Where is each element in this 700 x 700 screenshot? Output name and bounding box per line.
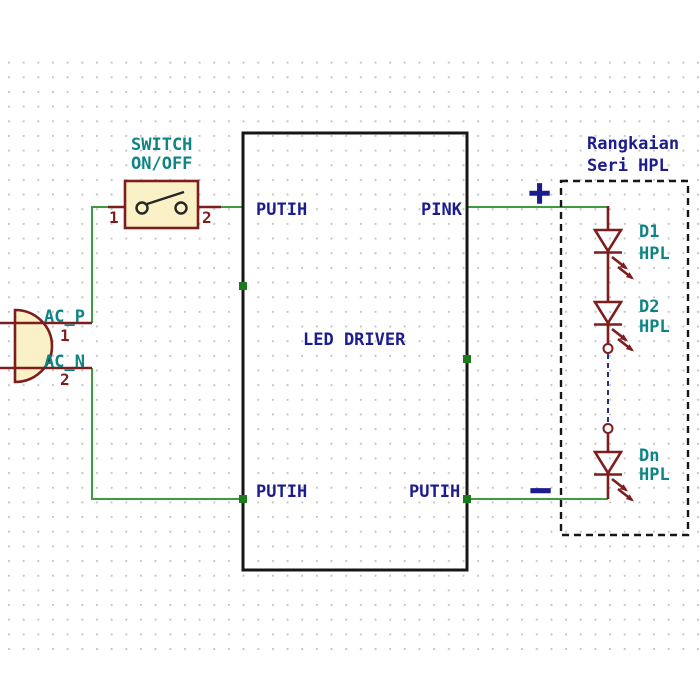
- switch-pin2-number: 2: [202, 208, 212, 227]
- driver-pin-bottom-left: PUTIH: [256, 482, 307, 502]
- driver-bottom-left-pin-square: [239, 495, 247, 503]
- switch-label-line1: SWITCH: [131, 135, 192, 155]
- switch-label-line2: ON/OFF: [131, 154, 192, 174]
- driver-name: LED DRIVER: [303, 330, 406, 350]
- grid-dots: [0, 58, 700, 650]
- polarity-plus: +: [527, 176, 552, 211]
- led-dn-light-arrow-1: [611, 477, 628, 492]
- switch-body: [123, 179, 200, 230]
- driver-bottom-right-pin-square: [463, 495, 471, 503]
- led-d1-designator: D1: [639, 222, 659, 242]
- led-d1-triangle: [592, 228, 624, 254]
- switch-pin1-number: 1: [109, 208, 119, 227]
- driver-right-edge-pin-square: [463, 355, 471, 363]
- led-d2: [592, 300, 634, 352]
- led-driver-block: PUTIH PINK LED DRIVER PUTIH PUTIH: [239, 131, 471, 572]
- plug-pin2-name: AC_N: [44, 352, 85, 372]
- polarity-minus: −: [528, 473, 553, 508]
- led-d2-light-arrow-1: [611, 327, 628, 342]
- switch-contact-right: [174, 201, 188, 215]
- driver-left-edge-pin-square: [239, 282, 247, 290]
- led-d1-light-arrow-1: [611, 255, 628, 270]
- wires: [91, 206, 608, 500]
- led-dn-part: HPL: [639, 465, 670, 485]
- hpl-title-line1: Rangkaian: [587, 134, 679, 154]
- plug-pin1-name: AC_P: [44, 307, 85, 327]
- led-d1-light-arrow-2: [617, 265, 634, 280]
- hpl-dashed-box: [559, 179, 690, 537]
- wire-acp-to-switch: [91, 206, 108, 323]
- led-d1: [592, 228, 634, 280]
- led-d2-light-arrow-2: [617, 337, 634, 352]
- driver-pin-top-left: PUTIH: [256, 200, 307, 220]
- ac-plug-connector: AC_P 1 AC_N 2: [0, 307, 92, 389]
- chain-break-bottom-circle: [602, 423, 614, 434]
- led-d2-triangle: [592, 300, 624, 326]
- led-d2-part: HPL: [639, 317, 670, 337]
- led-dn-triangle: [592, 450, 624, 476]
- plug-body: [13, 308, 54, 384]
- driver-pin-top-right: PINK: [421, 200, 463, 220]
- hpl-series-section: Rangkaian Seri HPL + − D1 HPL D2: [526, 134, 690, 537]
- led-dn-designator: Dn: [639, 446, 659, 466]
- plug-pin1-number: 1: [60, 326, 70, 345]
- chain-break-top-circle: [602, 343, 614, 354]
- hpl-title-line2: Seri HPL: [587, 156, 669, 176]
- led-driver-outline: [241, 131, 469, 572]
- driver-pin-bottom-right: PUTIH: [409, 482, 460, 502]
- on-off-switch: SWITCH ON/OFF 1 2: [108, 135, 221, 230]
- switch-lever: [146, 190, 185, 206]
- led-dn-light-arrow-2: [617, 487, 634, 502]
- switch-contact-left: [135, 201, 149, 215]
- led-d2-designator: D2: [639, 297, 659, 317]
- led-dn: [592, 450, 634, 502]
- led-d1-part: HPL: [639, 244, 670, 264]
- wire-acn-to-driver: [91, 368, 243, 500]
- plug-pin2-number: 2: [60, 370, 70, 389]
